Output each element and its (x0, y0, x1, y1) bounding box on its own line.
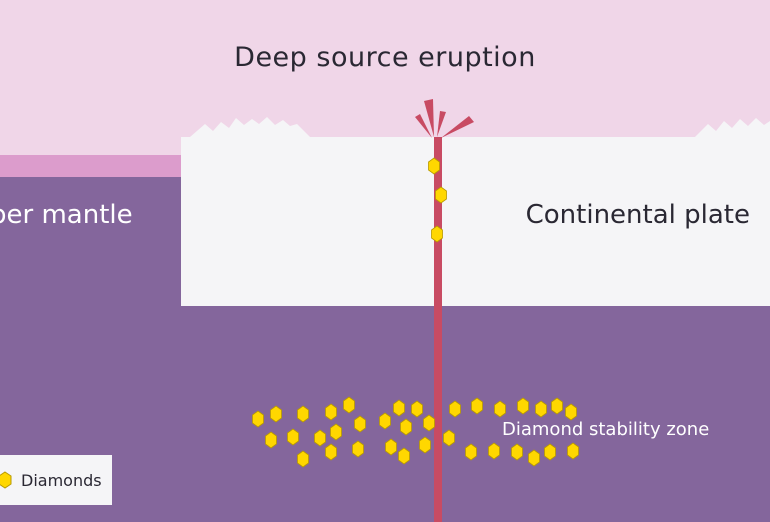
diamond-icon (411, 400, 423, 418)
diamond-icon (354, 415, 366, 433)
legend-diamonds-label: Diamonds (21, 470, 102, 490)
diamond-icon (265, 431, 277, 449)
diamond-icon (400, 418, 412, 436)
diamond-icon (385, 438, 397, 456)
continental-plate-layer (181, 137, 770, 306)
mountain-ridge-right (695, 118, 770, 137)
diamond-icon (325, 443, 337, 461)
diamond-icon (325, 403, 337, 421)
mountain-ridge-left (190, 117, 310, 137)
diamond-icon (0, 471, 12, 489)
diamond-icon (270, 405, 282, 423)
diamond-icon (528, 449, 540, 467)
diamond-stability-zone-label: Diamond stability zone (502, 419, 710, 440)
diamond-icon (567, 442, 579, 460)
diagram-title: Deep source eruption (234, 42, 536, 73)
diamond-icon (535, 400, 547, 418)
diamond-icon (379, 412, 391, 430)
upper-mantle-label: per mantle (0, 200, 133, 230)
diamond-icon (431, 225, 443, 243)
oceanic-crust-layer (0, 155, 182, 177)
diamond-icon (297, 405, 309, 423)
diamond-icon (330, 423, 342, 441)
diamond-icon (551, 397, 563, 415)
diamond-icon (343, 396, 355, 414)
diamond-icon (488, 442, 500, 460)
diamond-icon (517, 397, 529, 415)
diamond-icon (511, 443, 523, 461)
diamond-icon (314, 429, 326, 447)
diamond-icon (393, 399, 405, 417)
diamond-icon (565, 403, 577, 421)
diamond-icon (352, 440, 364, 458)
eruption-conduit (434, 137, 442, 522)
diamond-icon (494, 400, 506, 418)
diamond-icon (398, 447, 410, 465)
diamond-icon (423, 414, 435, 432)
diamond-icon (287, 428, 299, 446)
continental-plate-label: Continental plate (525, 200, 750, 230)
diamond-icon (419, 436, 431, 454)
diamond-icon (297, 450, 309, 468)
eruption-burst-icon (415, 99, 474, 138)
diamond-icon (435, 186, 447, 204)
diamond-icon (443, 429, 455, 447)
diamond-icon (252, 410, 264, 428)
diamond-icon (471, 397, 483, 415)
diamond-icon (544, 443, 556, 461)
diamond-icon (449, 400, 461, 418)
diamond-icon (465, 443, 477, 461)
diamond-icon (428, 157, 440, 175)
legend: Diamonds (0, 455, 112, 505)
